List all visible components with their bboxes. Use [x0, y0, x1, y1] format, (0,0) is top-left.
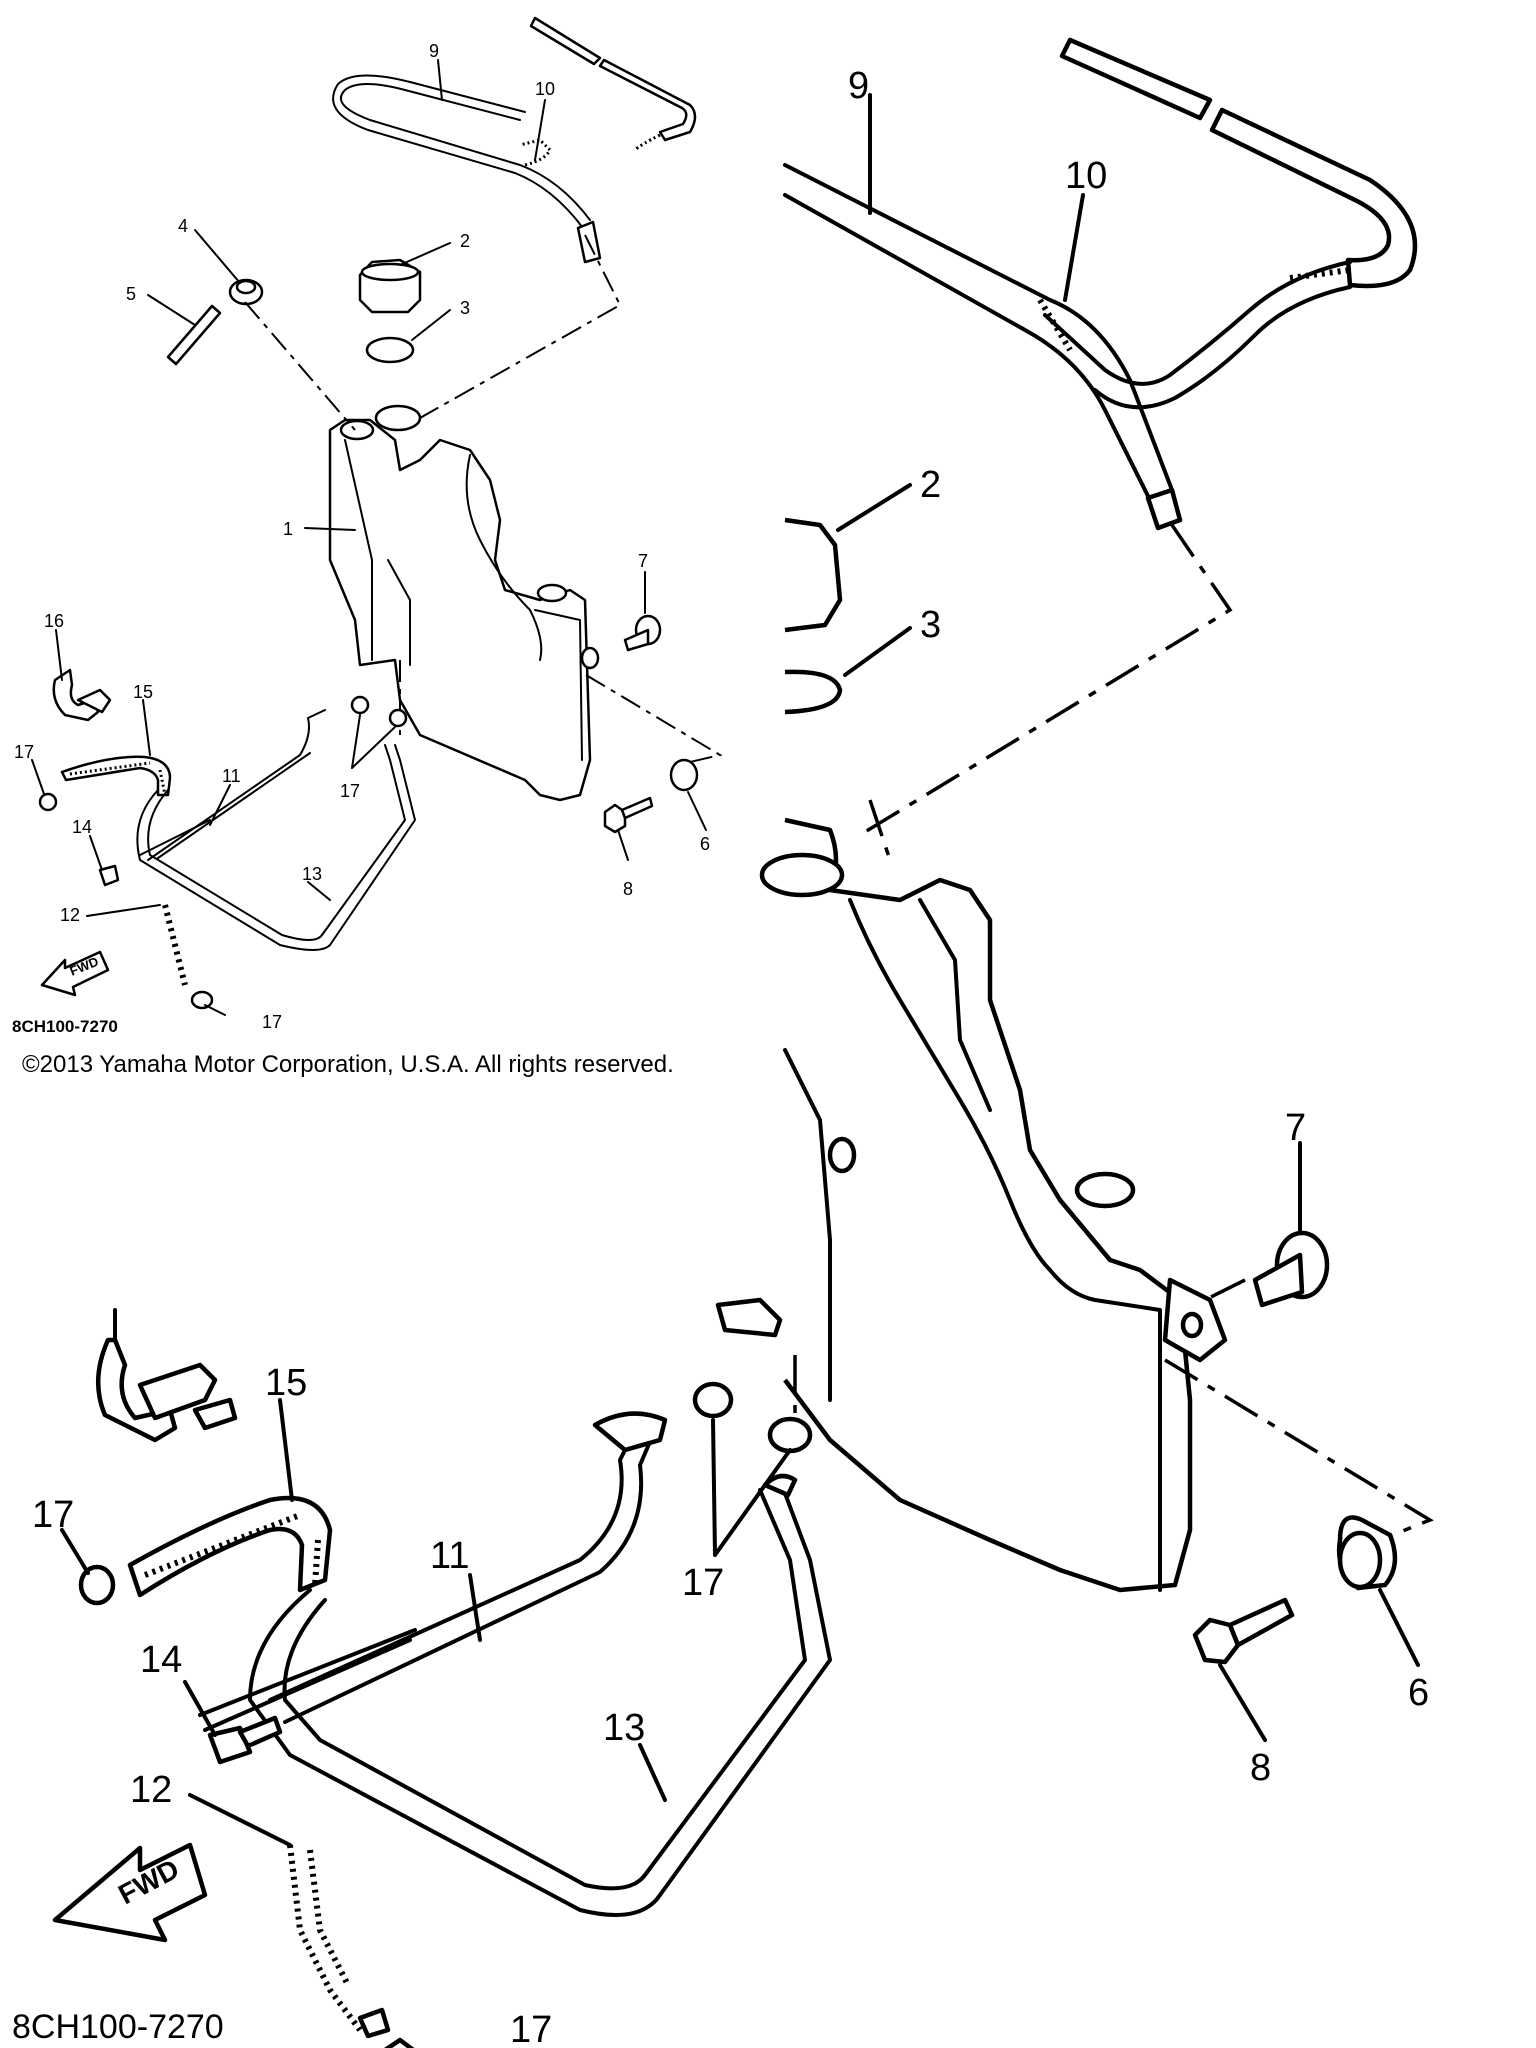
overview-callout-8: 8	[623, 879, 633, 899]
detail-seal-3	[784, 669, 843, 715]
overview-callout-15: 15	[133, 682, 153, 702]
overview-cap-4	[228, 278, 264, 306]
detail-callout-14: 14	[140, 1639, 182, 1681]
detail-bolt-7	[1252, 1230, 1330, 1308]
overview-bolt-7	[623, 614, 662, 652]
overview-diagram: FWD 9 10 2 3 4 5 1 7 6 8 16 15 17	[12, 16, 723, 1036]
overview-seal-3	[365, 336, 415, 364]
detail-callout-2: 2	[920, 464, 941, 506]
detail-clips-17	[692, 1381, 813, 1454]
detail-callout-11: 11	[430, 1535, 469, 1577]
overview-callout-6: 6	[700, 834, 710, 854]
overview-callout-2: 2	[460, 231, 470, 251]
detail-hose-9-10	[783, 37, 1418, 531]
detail-bolt-8	[1192, 1597, 1295, 1665]
detail-pipe-11	[198, 1411, 668, 1732]
overview-clip-17-left	[38, 792, 58, 812]
overview-hose-15	[60, 755, 172, 797]
detail-tank-view	[692, 37, 1434, 1665]
overview-callout-3: 3	[460, 298, 470, 318]
detail-diagram-code: 8CH100-7270	[12, 2008, 224, 2046]
detail-callout-15: 15	[265, 1362, 307, 1404]
detail-callout-17-left: 17	[32, 1494, 74, 1536]
overview-callout-17-bottom: 17	[262, 1012, 282, 1032]
overview-callout-13: 13	[302, 864, 322, 884]
detail-callout-17-bottom: 17	[510, 2009, 552, 2048]
overview-callout-17-middle: 17	[340, 781, 360, 801]
detail-callout-17-middle: 17	[682, 1562, 724, 1604]
overview-callout-1: 1	[283, 519, 293, 539]
overview-callout-10: 10	[535, 79, 555, 99]
overview-callout-12: 12	[60, 905, 80, 925]
overview-clamp-16	[52, 668, 112, 722]
detail-callout-9: 9	[848, 65, 869, 107]
detail-clip-17-bottom	[383, 2037, 415, 2048]
overview-spring-12	[162, 904, 188, 986]
detail-grommet-6	[1336, 1515, 1398, 1591]
overview-diagram-code: 8CH100-7270	[12, 1017, 118, 1036]
detail-callout-12: 12	[130, 1769, 172, 1811]
detail-callout-13: 13	[603, 1707, 645, 1749]
detail-clip-17-left	[78, 1564, 116, 1606]
detail-hose-15	[127, 1495, 333, 1598]
overview-callout-5: 5	[126, 284, 136, 304]
overview-callout-17-left: 17	[14, 742, 34, 762]
overview-callout-4: 4	[178, 216, 188, 236]
overview-tank-1	[328, 404, 600, 802]
copyright-notice: ©2013 Yamaha Motor Corporation, U.S.A. A…	[22, 1051, 674, 1078]
overview-fitting-14	[98, 864, 120, 887]
overview-pipe-5	[166, 304, 222, 366]
overview-cap-2	[358, 258, 422, 314]
overview-clips-17-middle	[350, 695, 408, 728]
detail-callout-7: 7	[1285, 1107, 1306, 1149]
detail-callout-8: 8	[1250, 1747, 1271, 1789]
detail-spring-12	[287, 1844, 391, 2039]
overview-hose-9-10	[332, 16, 697, 264]
overview-callout-9: 9	[429, 41, 439, 61]
overview-grommet-6	[669, 758, 699, 792]
overview-callout-11: 11	[222, 766, 241, 786]
overview-fwd-arrow: FWD	[40, 950, 110, 997]
detail-fwd-arrow: FWD	[52, 1842, 208, 1943]
overview-callout-14: 14	[72, 817, 92, 837]
detail-fitting-14	[207, 1715, 283, 1765]
detail-hose-view: FWD	[52, 93, 1420, 2048]
detail-tank-1	[759, 817, 1228, 1593]
overview-bolt-8	[603, 796, 654, 834]
detail-callout-10: 10	[1065, 155, 1107, 197]
overview-clip-17-bottom	[190, 990, 214, 1010]
detail-clamp-16	[95, 1308, 238, 1443]
overview-hose-13	[136, 744, 416, 951]
overview-pipe-11	[139, 709, 326, 861]
detail-cap-2	[784, 517, 843, 633]
overview-callout-7: 7	[638, 551, 648, 571]
detail-callout-3: 3	[920, 604, 941, 646]
detail-callout-6: 6	[1408, 1672, 1429, 1714]
overview-callout-16: 16	[44, 611, 64, 631]
